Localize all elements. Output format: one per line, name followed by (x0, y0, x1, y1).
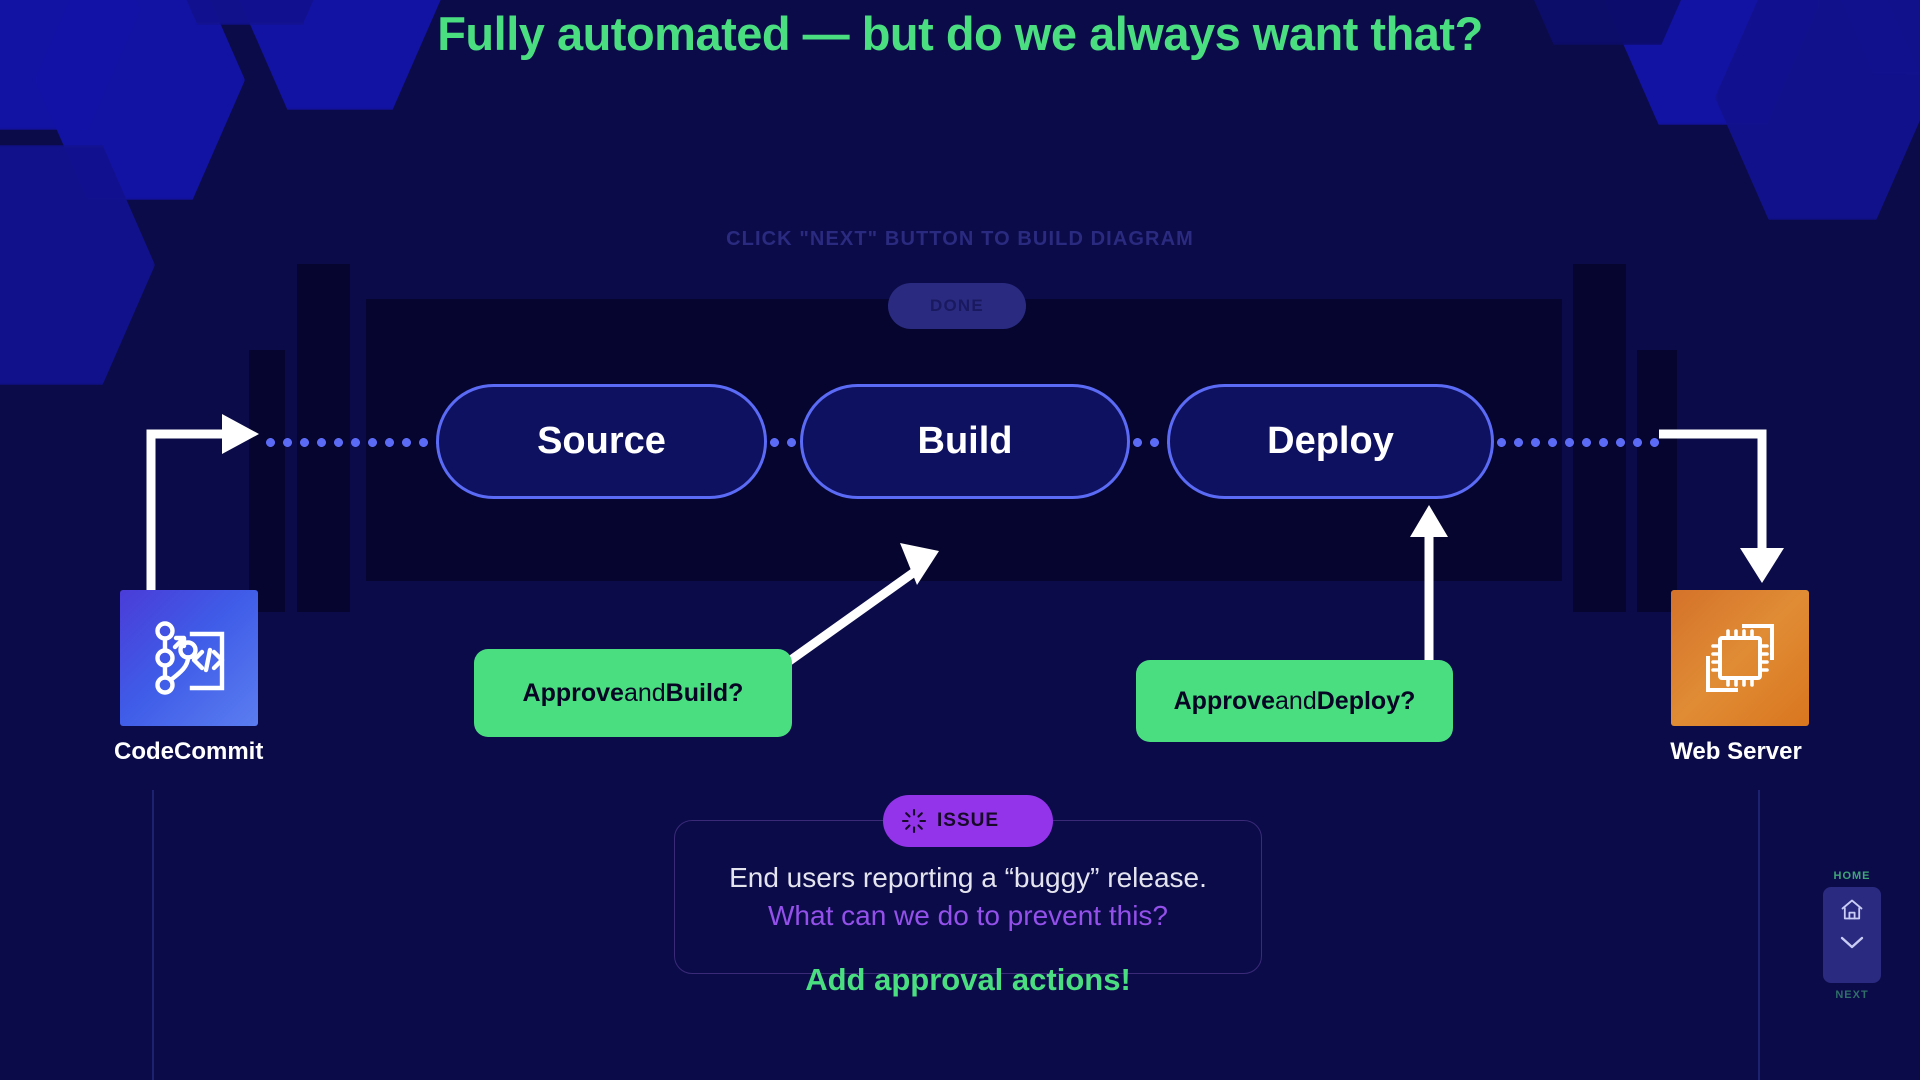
home-icon[interactable] (1839, 897, 1865, 923)
guide-line-right (1758, 790, 1760, 1080)
callout-regular: and (1275, 686, 1317, 715)
pipeline-stage-source[interactable]: Source (436, 384, 767, 499)
pipeline-stage-build[interactable]: Build (800, 384, 1130, 499)
service-label: CodeCommit (114, 738, 264, 765)
next-label: NEXT (1835, 989, 1869, 1001)
panel-bar-left-outer (249, 350, 285, 612)
issue-badge-label: ISSUE (937, 810, 1000, 831)
connector-dots-build-deploy (1129, 438, 1168, 447)
issue-card: End users reporting a “buggy” release. W… (674, 820, 1262, 974)
service-web-server[interactable]: Web Server (1670, 590, 1809, 766)
issue-text-primary: End users reporting a “buggy” release. (729, 862, 1207, 893)
issue-answer: Add approval actions! (805, 962, 1131, 997)
stage-label: Build (917, 420, 1013, 462)
chevron-down-icon[interactable] (1837, 931, 1867, 953)
panel-bar-right-outer (1637, 350, 1677, 612)
callout-approve-deploy[interactable]: Approve and Deploy? (1136, 660, 1453, 742)
done-button[interactable]: DONE (888, 283, 1026, 329)
connector-dots-input (262, 438, 437, 447)
issue-text-secondary: What can we do to prevent this? (768, 899, 1168, 931)
issue-badge: ISSUE (883, 795, 1053, 847)
service-label: Web Server (1670, 738, 1802, 765)
ec2-chip-icon (1671, 590, 1809, 726)
callout-bold-1: Approve (522, 678, 624, 707)
build-diagram-hint: CLICK "NEXT" BUTTON TO BUILD DIAGRAM (726, 228, 1194, 250)
page-title: Fully automated — but do we always want … (437, 7, 1483, 60)
guide-line-left (152, 790, 154, 1080)
callout-regular: and (623, 678, 666, 707)
callout-bold-2: Deploy? (1316, 686, 1416, 715)
pipeline-stage-deploy[interactable]: Deploy (1167, 384, 1494, 499)
codecommit-icon (120, 590, 258, 726)
connector-dots-output (1493, 438, 1661, 447)
navigation-controls: HOME NEXT (1823, 870, 1881, 1001)
home-label: HOME (1833, 870, 1871, 882)
spinner-icon (901, 808, 927, 834)
callout-bold-1: Approve (1173, 686, 1276, 715)
stage-label: Deploy (1267, 420, 1394, 462)
callout-approve-build[interactable]: Approve and Build? (474, 649, 792, 737)
nav-panel (1823, 887, 1881, 983)
connector-dots-source-build (766, 438, 802, 447)
service-codecommit[interactable]: CodeCommit (114, 590, 263, 766)
stage-label: Source (537, 420, 666, 462)
callout-bold-2: Build? (665, 678, 744, 707)
